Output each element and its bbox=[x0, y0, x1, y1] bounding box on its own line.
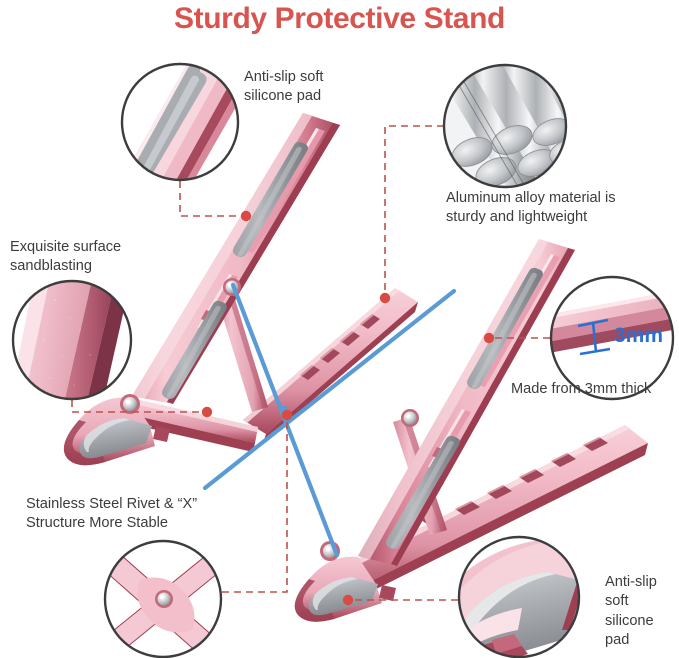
callout-aluminum-alloy: Aluminum alloy material is sturdy and li… bbox=[446, 190, 616, 226]
leader-x-structure bbox=[222, 417, 288, 593]
leader-aluminum bbox=[384, 125, 444, 296]
detail-circle-x-structure bbox=[103, 539, 223, 658]
stand-rear bbox=[63, 113, 418, 466]
callout-silicone-pad-bottom: Anti-slip soft silicone pad bbox=[605, 574, 657, 648]
callout-silicone-pad-top: Anti-slip soft silicone pad bbox=[244, 69, 324, 105]
leader-lines bbox=[71, 125, 550, 601]
detail-circle-aluminum-tubes bbox=[442, 63, 568, 189]
measurement-value: 3mm bbox=[614, 324, 663, 347]
leader-dots bbox=[201, 210, 495, 606]
x-structure-overlay bbox=[202, 282, 457, 558]
detail-circle-silicone-pad-top bbox=[120, 62, 240, 182]
leader-sandblast bbox=[71, 400, 205, 413]
page-title: Sturdy Protective Stand bbox=[174, 2, 505, 35]
front-main-arm bbox=[358, 239, 575, 566]
rear-base-bar bbox=[243, 288, 418, 443]
detail-circle-thickness: 3mm bbox=[549, 275, 675, 401]
front-foot-bar bbox=[294, 556, 396, 622]
callout-rivet-x-structure: Stainless Steel Rivet & “X” Structure Mo… bbox=[26, 496, 198, 532]
stand-front bbox=[294, 239, 648, 622]
rear-support-leg bbox=[215, 286, 268, 412]
rear-foot-bar bbox=[63, 397, 258, 466]
callout-thickness: Made from 3mm thick bbox=[511, 381, 652, 397]
detail-circle-silicone-pad-bottom bbox=[457, 535, 581, 658]
detail-circle-sandblast-surface bbox=[11, 279, 133, 401]
callout-sandblasting: Exquisite surface sandblasting bbox=[10, 239, 122, 275]
leader-silicone-top bbox=[179, 181, 245, 217]
